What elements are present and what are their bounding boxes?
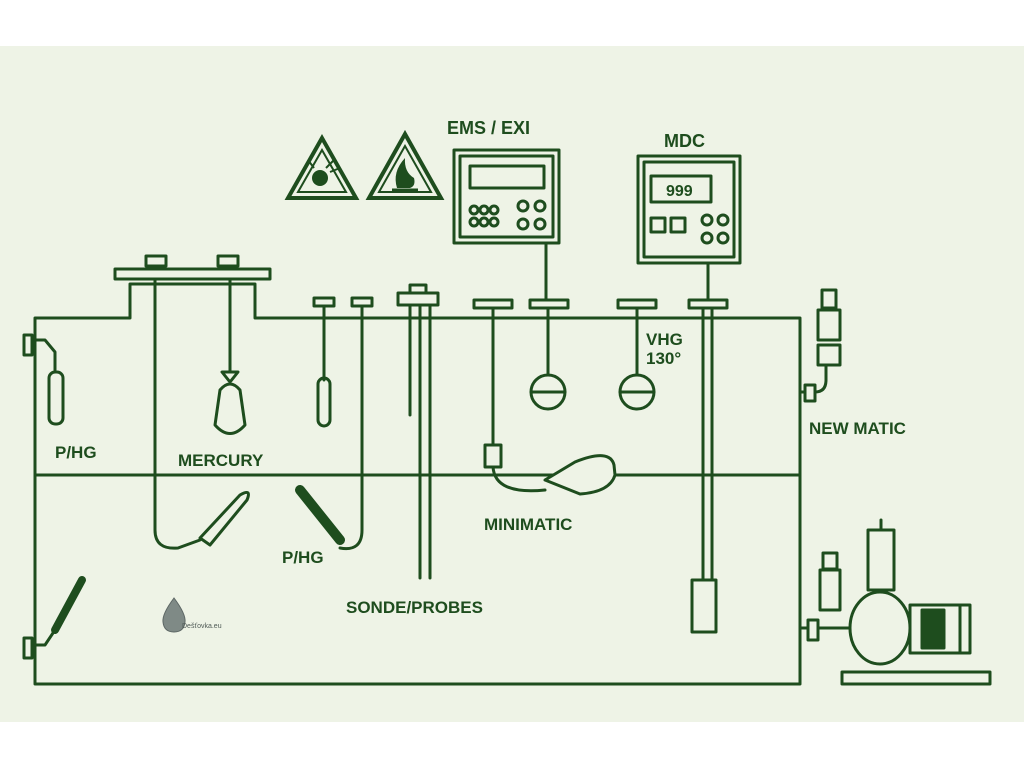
mercury-cable: [153, 278, 202, 550]
left-float-bottom: [33, 628, 57, 647]
mdc-title: MDC: [664, 131, 705, 151]
pump-volute: [848, 590, 912, 666]
new-matic-label: NEW MATIC: [809, 419, 906, 438]
ems-display: [468, 164, 546, 190]
mercury-label: MERCURY: [178, 451, 264, 470]
water-drop-icon: [162, 597, 186, 633]
minimatic-cable: [491, 465, 547, 493]
tank-outline: [33, 282, 802, 686]
ems-exi-title: EMS / EXI: [447, 118, 530, 138]
explosive-warning-icon: [284, 133, 360, 200]
mdc-probe-sensor: [690, 578, 718, 634]
mercury-float: [220, 370, 240, 384]
pump-base: [840, 670, 992, 686]
phg-float-upper: [316, 376, 332, 428]
minimatic-label: MINIMATIC: [484, 515, 572, 534]
p-hg-left-label: P/HG: [55, 443, 97, 462]
phg-float-tilted: [295, 485, 345, 545]
watermark-text: Dešťovka.eu: [182, 623, 222, 630]
vhg-temp-label: 130°: [646, 349, 681, 368]
vhg-label: VHG: [646, 330, 683, 349]
sonde-probes-label: SONDE/PROBES: [346, 598, 483, 617]
pump-check-valve: [818, 568, 842, 612]
phg-cable: [338, 304, 364, 551]
mdc-display-value: 999: [666, 183, 693, 200]
mdc-unit: [636, 154, 742, 265]
mdc-display: [649, 174, 713, 204]
p-hg-bottom-label: P/HG: [282, 548, 324, 567]
mercury-float-tilted: [198, 490, 250, 547]
minimatic-float: [543, 454, 617, 496]
new-matic-valve: [816, 308, 842, 342]
left-float-top: [33, 338, 57, 372]
top-flange: [113, 267, 272, 281]
pump-riser-valve: [866, 528, 896, 592]
flammable-warning-icon: [365, 129, 445, 200]
